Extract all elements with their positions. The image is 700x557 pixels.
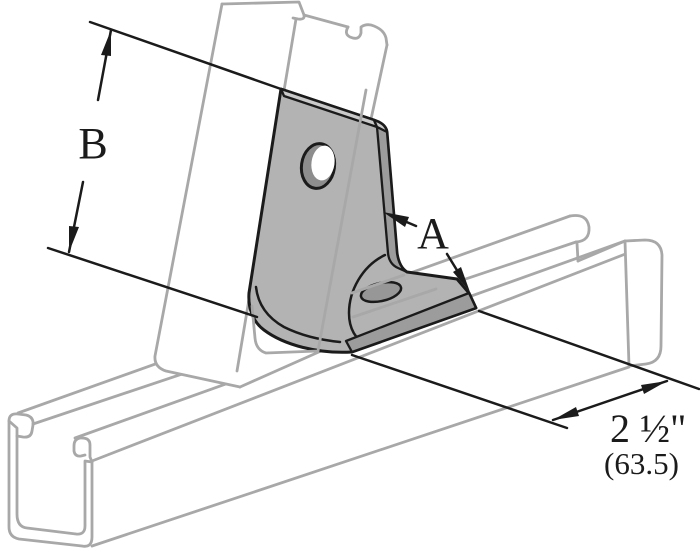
b-arrowhead-bottom	[69, 226, 79, 252]
overlay-back-lip-edge	[351, 287, 438, 319]
dimension-length: 2 ½" (63.5)	[350, 309, 700, 481]
length-extension-line-left	[350, 353, 569, 430]
length-extension-line-right	[477, 309, 700, 391]
b-extension-line-top	[88, 20, 283, 91]
length-arrowhead-left	[553, 407, 579, 420]
bracket-upper-hole-through	[311, 145, 335, 181]
overlay-vertical-right-edge	[316, 88, 368, 353]
channel-overlay-lines	[250, 88, 438, 355]
channel-front-lip-curl	[72, 436, 94, 464]
vertical-channel-bottom-front-edge	[238, 349, 323, 389]
length-arrowhead-right	[641, 381, 667, 394]
a-label: A	[417, 209, 449, 258]
angle-bracket	[247, 87, 478, 354]
channel-back-lip-curl	[7, 412, 35, 439]
b-label: B	[78, 119, 107, 168]
b-extension-line-bottom	[46, 246, 259, 319]
channel-right-end	[623, 238, 664, 368]
vertical-channel-lip-hook	[345, 23, 389, 47]
channel-bottom-front-edge	[90, 365, 631, 548]
length-label-metric: (63.5)	[604, 446, 679, 481]
dimension-a: A	[383, 209, 470, 292]
bracket-base-front-band	[344, 291, 478, 354]
channel-end-face	[7, 419, 94, 548]
channel-lip-break-cap	[568, 214, 591, 244]
length-label-inches: 2 ½"	[610, 406, 686, 451]
vertical-channel-left-edge	[153, 2, 242, 389]
a-arrowhead-upper	[383, 212, 409, 227]
b-arrowhead-top	[101, 30, 111, 56]
bracket-bend-outer-curve	[254, 285, 342, 344]
overlay-back-top-edge	[350, 273, 406, 295]
overlay-vertical-bottom-corner	[250, 304, 320, 355]
vertical-channel-slot-edge	[302, 13, 350, 29]
a-arrowhead-lower	[453, 267, 470, 292]
dimension-b: B	[46, 20, 283, 319]
bracket-side-edge-band	[375, 125, 409, 274]
